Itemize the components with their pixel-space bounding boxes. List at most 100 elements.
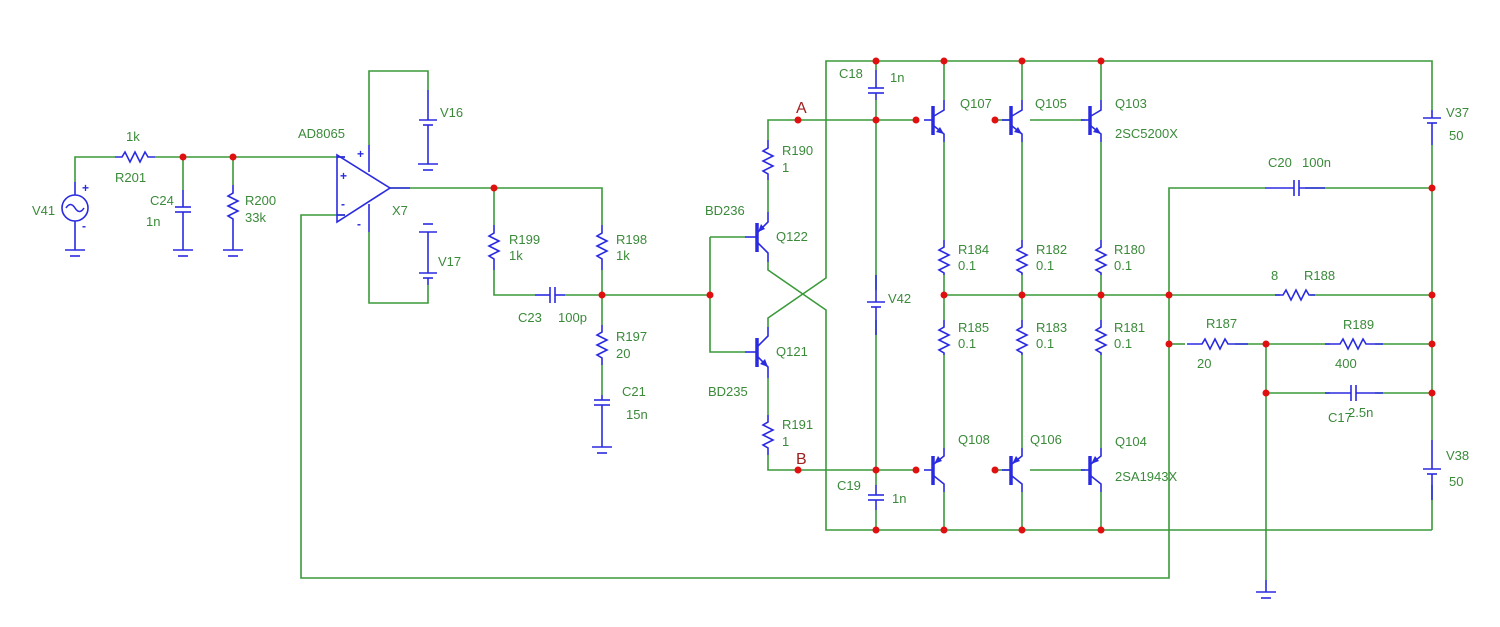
capacitor-c17[interactable]: C17 2.5n	[1325, 385, 1383, 425]
q122-ref: Q122	[776, 229, 808, 244]
opamp-part: AD8065	[298, 126, 345, 141]
r200-value: 33k	[245, 210, 266, 225]
transistor-q122[interactable]: BD236 Q122	[705, 203, 808, 262]
r180-ref: R180	[1114, 242, 1145, 257]
capacitor-c18[interactable]: C18 1n	[839, 66, 904, 100]
battery-v42[interactable]: V42	[867, 275, 911, 335]
resistor-r201[interactable]: 1k R201	[115, 129, 155, 185]
battery-v17[interactable]: V17	[419, 223, 461, 285]
r187-ref: R187	[1206, 316, 1237, 331]
capacitor-c24[interactable]: C24 1n	[146, 190, 194, 257]
q103-part: 2SC5200X	[1115, 126, 1178, 141]
r199-value: 1k	[509, 248, 523, 263]
capacitor-c20[interactable]: C20 100n	[1265, 155, 1331, 196]
r200-ref: R200	[245, 193, 276, 208]
r188-ref: R188	[1304, 268, 1335, 283]
junction-dot	[1428, 389, 1436, 397]
q106-ref: Q106	[1030, 432, 1062, 447]
c17-ref: C17	[1328, 410, 1352, 425]
resistor-r199[interactable]: R199 1k	[487, 225, 540, 270]
v38-ref: V38	[1446, 448, 1469, 463]
junction-dot	[794, 466, 802, 474]
c17-value: 2.5n	[1348, 405, 1373, 420]
junction-dot	[490, 184, 498, 192]
opamp-x7[interactable]: + - + - AD8065 X7	[298, 126, 410, 232]
npn-output-row	[924, 100, 1102, 142]
r201-value: 1k	[126, 129, 140, 144]
junction-dot	[991, 116, 999, 124]
r183-value: 0.1	[1036, 336, 1054, 351]
v37-value: 50	[1449, 128, 1463, 143]
q121-part: BD235	[708, 384, 748, 399]
c21-value: 15n	[626, 407, 648, 422]
capacitor-c23[interactable]: C23 100p	[518, 287, 587, 325]
resistor-r197[interactable]: R197 20	[595, 325, 647, 365]
resistor-r183[interactable]	[1015, 320, 1029, 355]
resistor-r200[interactable]: R200 33k	[222, 185, 276, 257]
v42-ref: V42	[888, 291, 911, 306]
battery-v16[interactable]: V16	[417, 90, 463, 171]
resistor-r198[interactable]: R198 1k	[595, 225, 647, 270]
c21-ref: C21	[622, 384, 646, 399]
junction-dot	[872, 116, 880, 124]
opamp-supply-minus: -	[357, 217, 361, 231]
junction-dot	[1428, 184, 1436, 192]
r184-ref: R184	[958, 242, 989, 257]
resistor-r181[interactable]	[1094, 320, 1108, 355]
transistor-q121[interactable]: Q121 BD235	[708, 327, 808, 399]
resistor-r182[interactable]	[1015, 240, 1029, 275]
source-ref-label: V41	[32, 203, 55, 218]
node-b-label: B	[796, 451, 807, 468]
resistor-r190[interactable]: R190 1	[761, 140, 813, 180]
q108-ref: Q108	[958, 432, 990, 447]
ac-source-v41[interactable]: + - V41	[32, 181, 89, 257]
v17-ref: V17	[438, 254, 461, 269]
resistor-r184[interactable]	[937, 240, 951, 275]
r185-value: 0.1	[958, 336, 976, 351]
wires	[74, 60, 1433, 580]
junction-dot	[940, 526, 948, 534]
transistor-q104[interactable]	[1081, 448, 1102, 492]
c20-value: 100n	[1302, 155, 1331, 170]
junction-dot	[179, 153, 187, 161]
resistor-r185[interactable]	[937, 320, 951, 355]
junction-dot	[912, 466, 920, 474]
junction-dot	[1018, 526, 1026, 534]
junction-dot	[1165, 340, 1173, 348]
v38-value: 50	[1449, 474, 1463, 489]
r187-value: 20	[1197, 356, 1211, 371]
transistor-q108[interactable]	[924, 448, 945, 492]
resistor-r187[interactable]: R187 20	[1187, 316, 1248, 371]
capacitor-c21[interactable]: C21 15n	[591, 384, 648, 454]
junction-dot	[912, 116, 920, 124]
junction-dot	[872, 57, 880, 65]
junction-dot	[1262, 340, 1270, 348]
junction-dot	[794, 116, 802, 124]
battery-v37[interactable]: V37 50	[1423, 105, 1469, 145]
junction-dots	[179, 57, 1436, 534]
r181-value: 0.1	[1114, 336, 1132, 351]
resistor-r180[interactable]	[1094, 240, 1108, 275]
r198-value: 1k	[616, 248, 630, 263]
r182-ref: R182	[1036, 242, 1067, 257]
c24-value: 1n	[146, 214, 160, 229]
c19-value: 1n	[892, 491, 906, 506]
transistor-q106[interactable]	[1002, 448, 1023, 492]
q104-part: 2SA1943X	[1115, 469, 1177, 484]
opamp-minus-input: -	[341, 197, 345, 211]
v37-ref: V37	[1446, 105, 1469, 120]
transistor-q103[interactable]	[1081, 100, 1102, 142]
battery-v38[interactable]: V38 50	[1423, 440, 1469, 500]
transistor-q107[interactable]	[924, 100, 945, 142]
resistor-r188[interactable]: 8 R188	[1271, 268, 1335, 302]
q122-part: BD236	[705, 203, 745, 218]
junction-dot	[1165, 291, 1173, 299]
emitter-resistors	[937, 240, 1108, 355]
transistor-q105[interactable]	[1002, 100, 1023, 142]
r185-ref: R185	[958, 320, 989, 335]
resistor-r189[interactable]: R189 400	[1325, 317, 1383, 371]
c24-ref: C24	[150, 193, 174, 208]
capacitor-c19[interactable]: C19 1n	[837, 478, 906, 510]
resistor-r191[interactable]: R191 1	[761, 415, 813, 455]
